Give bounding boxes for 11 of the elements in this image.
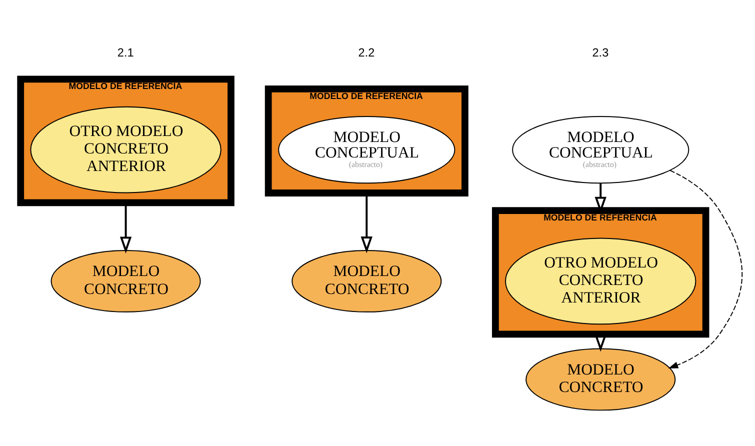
node-ellipse: MODELO CONCRETO	[50, 250, 201, 312]
node-ellipse: MODELO CONCRETO	[292, 250, 442, 312]
node-ellipse: OTRO MODELO CONCRETO ANTERIOR	[505, 238, 696, 325]
arrow	[668, 170, 743, 368]
label: 2.3	[592, 46, 609, 60]
label: 2.2	[358, 46, 375, 60]
node-ellipse: MODELO CONCEPTUAL (abstracto)	[278, 116, 456, 184]
label: 2.1	[117, 46, 134, 60]
node-ellipse: OTRO MODELO CONCRETO ANTERIOR	[30, 106, 222, 194]
node-ellipse: MODELO CONCEPTUAL (abstracto)	[512, 116, 690, 184]
node-ellipse: MODELO CONCRETO	[526, 348, 676, 411]
